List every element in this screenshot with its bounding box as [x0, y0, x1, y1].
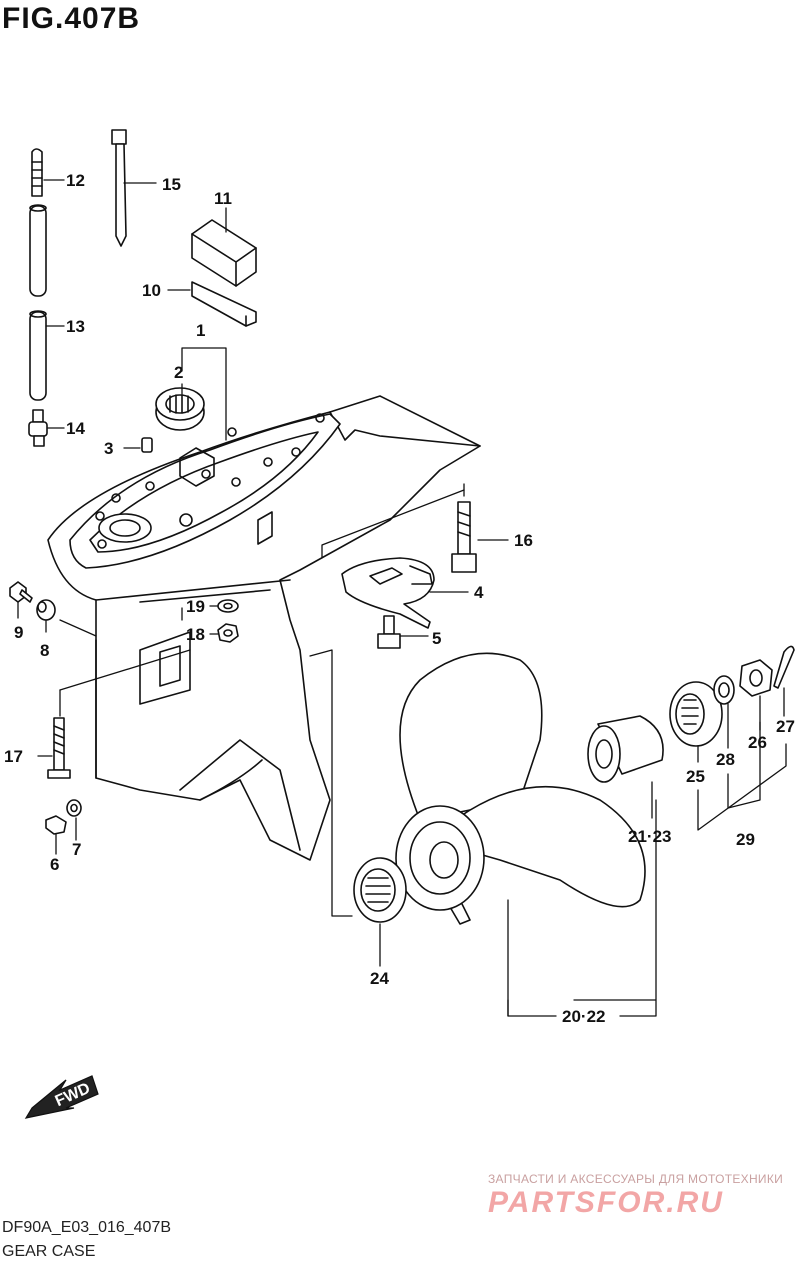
leader-lines	[17, 179, 787, 1017]
grommet-part-12	[31, 148, 43, 197]
callout-25: 25	[686, 767, 705, 786]
spacer-part-25	[669, 681, 723, 747]
callout-29: 29	[736, 830, 755, 849]
propeller-part-20	[395, 652, 646, 925]
section-name: GEAR CASE	[2, 1243, 96, 1260]
callout-12: 12	[66, 171, 85, 190]
washer-part-7	[66, 799, 82, 817]
trim-tab-anode-part-4	[341, 557, 435, 629]
washer-part-19	[217, 599, 239, 613]
bearing-part-2	[155, 387, 205, 431]
model-code: DF90A_E03_016_407B	[2, 1219, 172, 1236]
bolt-part-5	[377, 615, 401, 649]
callout-15: 15	[162, 175, 181, 194]
callout-10: 10	[142, 281, 161, 300]
cotter-pin-part-27	[773, 645, 795, 689]
bolt-part-9	[9, 581, 33, 603]
water-tube-part-13	[29, 204, 47, 401]
bushing-part-21	[587, 715, 664, 783]
callout-21-23: 21·23	[628, 827, 671, 846]
watermark-caption: ЗАПЧАСТИ И АКСЕССУАРЫ ДЛЯ МОТОТЕХНИКИ	[488, 1172, 784, 1186]
callout-17: 17	[4, 747, 23, 766]
callout-labels: 1 2 3 4 5 6 7 8 9 10 11 12 13 14 15 16 1…	[4, 171, 795, 1026]
bolt-part-16	[451, 501, 477, 573]
figure-title: FIG.407B	[2, 2, 141, 35]
callout-19: 19	[186, 597, 205, 616]
washer-part-28	[713, 675, 735, 705]
callout-18: 18	[186, 625, 205, 644]
nipple-part-14	[28, 409, 48, 447]
callout-16: 16	[514, 531, 533, 550]
fwd-direction-arrow-icon: FWD	[24, 1075, 99, 1119]
callout-11: 11	[214, 189, 232, 208]
callout-8: 8	[40, 641, 49, 660]
bolt-part-17	[47, 717, 71, 779]
callout-6: 6	[50, 855, 59, 874]
callout-1: 1	[196, 321, 205, 340]
collar-part-8	[36, 599, 56, 621]
callout-9: 9	[14, 623, 23, 642]
callout-20-22: 20·22	[562, 1007, 605, 1026]
callout-26: 26	[748, 733, 767, 752]
callout-13: 13	[66, 317, 85, 336]
callout-2: 2	[174, 363, 183, 382]
callout-28: 28	[716, 750, 735, 769]
watermark-logo: PARTSFOR.RU	[488, 1186, 724, 1219]
castle-nut-part-26	[739, 659, 773, 697]
bolt-part-6	[45, 815, 67, 835]
callout-4: 4	[474, 583, 484, 602]
callout-3: 3	[104, 439, 113, 458]
callout-27: 27	[776, 717, 795, 736]
thrust-washer-part-24	[353, 857, 407, 923]
plate-part-10	[191, 281, 257, 327]
cable-tie-part-15	[111, 129, 127, 247]
gear-case-housing-part-1	[47, 395, 481, 861]
dowel-pin-part-3	[141, 437, 153, 453]
nut-part-18	[217, 623, 239, 643]
block-part-11	[191, 219, 257, 287]
callout-5: 5	[432, 629, 441, 648]
callout-24: 24	[370, 969, 389, 988]
callout-14: 14	[66, 419, 85, 438]
callout-7: 7	[72, 840, 81, 859]
